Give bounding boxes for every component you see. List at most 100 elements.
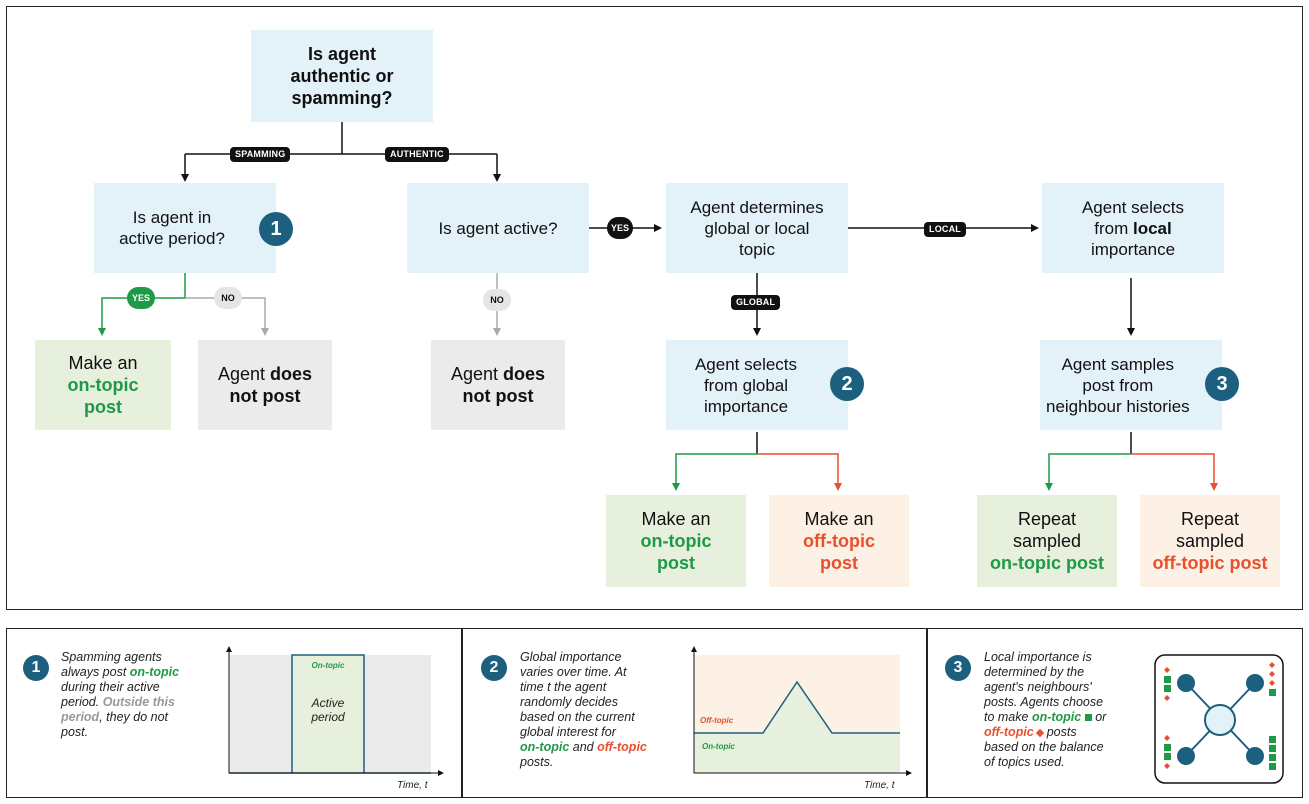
root-question-box: Is agent authentic or spamming? bbox=[251, 30, 433, 122]
select-global-box: Agent selects from global importance bbox=[666, 340, 848, 430]
badge-three: 3 bbox=[1205, 367, 1239, 401]
root-line2: authentic or bbox=[290, 66, 394, 86]
not-post-2-b: does bbox=[503, 364, 546, 384]
panel1-text: Spamming agents always post on-topic dur… bbox=[61, 650, 221, 740]
p3-t1: Local importance is bbox=[984, 650, 1092, 664]
samples-box: Agent samples post from neighbour histor… bbox=[1040, 340, 1222, 430]
p2-t7a: on-topic bbox=[520, 740, 570, 754]
determines-line2: global or local bbox=[704, 218, 810, 238]
p1-t4a: period. bbox=[61, 695, 103, 709]
p1-chart-active1: Active bbox=[311, 696, 345, 710]
p1-t1: Spamming agents bbox=[61, 650, 162, 664]
p2-chart-on: On-topic bbox=[702, 742, 735, 751]
make-off-line2: off-topic bbox=[803, 531, 875, 551]
not-post-1-a: Agent bbox=[217, 364, 271, 384]
not-post-2-a: Agent bbox=[450, 364, 504, 384]
repeat-on-line1: Repeat bbox=[1017, 509, 1077, 529]
p2-t8: posts. bbox=[520, 755, 554, 769]
repeat-on-line2: sampled bbox=[1012, 531, 1082, 551]
select-global-line1: Agent selects bbox=[694, 354, 798, 374]
p2-chart-off: Off-topic bbox=[700, 716, 734, 725]
p2-t4: randomly decides bbox=[520, 695, 618, 709]
make-on-2-line1: Make an bbox=[641, 509, 711, 529]
local-label: LOCAL bbox=[924, 222, 966, 237]
repeat-off-line2: sampled bbox=[1175, 531, 1245, 551]
make-off-line1: Make an bbox=[804, 509, 874, 529]
samples-line3: neighbour histories bbox=[1046, 396, 1190, 416]
select-local-line2a: from bbox=[1094, 218, 1133, 238]
root-line1: Is agent bbox=[307, 44, 376, 64]
determines-line3: topic bbox=[739, 239, 775, 259]
select-global-line2: from global bbox=[703, 375, 789, 395]
p3-t5a: to make bbox=[984, 710, 1032, 724]
active-period-box: Is agent in active period? bbox=[94, 183, 276, 273]
p2-t3: time t the agent bbox=[520, 680, 607, 694]
make-on-1-line3: post bbox=[83, 397, 122, 417]
p2-t1: Global importance bbox=[520, 650, 622, 664]
make-on-1-line2: on-topic bbox=[67, 375, 139, 395]
global-label: GLOBAL bbox=[731, 295, 781, 310]
repeat-on-topic-box: Repeat sampled on-topic post bbox=[977, 495, 1117, 587]
make-on-topic-box-1: Make an on-topic post bbox=[35, 340, 171, 430]
p1-t2b: on-topic bbox=[129, 665, 180, 679]
badge-two: 2 bbox=[830, 367, 864, 401]
flowchart-frame bbox=[6, 6, 1303, 610]
panel2-badge: 2 bbox=[481, 655, 507, 681]
p2-axis: Time, t bbox=[864, 780, 896, 791]
p1-axis: Time, t bbox=[397, 780, 429, 791]
p2-t7c: off-topic bbox=[597, 740, 647, 754]
select-local-line3: importance bbox=[1090, 239, 1176, 259]
p2-t2: varies over time. At bbox=[520, 665, 627, 679]
p3-t5b: on-topic bbox=[1031, 710, 1082, 724]
root-line3: spamming? bbox=[291, 88, 393, 108]
not-post-1-b: does bbox=[270, 364, 313, 384]
agent-active-box: Is agent active? bbox=[407, 183, 589, 273]
p1-t4b: Outside this bbox=[102, 695, 175, 709]
select-local-line2b: local bbox=[1132, 218, 1172, 238]
panel1-badge: 1 bbox=[23, 655, 49, 681]
p3-t2: determined by the bbox=[984, 665, 1085, 679]
make-on-2-line3: post bbox=[656, 553, 695, 573]
p3-t3: agent's neighbours' bbox=[984, 680, 1092, 694]
repeat-off-topic-box: Repeat sampled off-topic post bbox=[1140, 495, 1280, 587]
samples-line2: post from bbox=[1082, 375, 1154, 395]
make-on-topic-box-2: Make an on-topic post bbox=[606, 495, 746, 587]
select-local-line1: Agent selects bbox=[1081, 197, 1185, 217]
p1-t6: post. bbox=[61, 725, 89, 739]
p3-t5c: or bbox=[1091, 710, 1107, 724]
panel3-text: Local importance is determined by the ag… bbox=[984, 650, 1144, 770]
p1-t5b: , they do not bbox=[99, 710, 169, 724]
divider-1 bbox=[461, 628, 463, 798]
p1-t3: during their active bbox=[61, 680, 160, 694]
p3-t7: based on the balance bbox=[984, 740, 1104, 754]
samples-line1: Agent samples bbox=[1061, 354, 1175, 374]
determines-line1: Agent determines bbox=[690, 197, 824, 217]
agent-active-text: Is agent active? bbox=[438, 218, 558, 238]
repeat-off-line3: off-topic post bbox=[1152, 553, 1268, 573]
p2-t6: global interest for bbox=[520, 725, 616, 739]
no-label-period: NO bbox=[214, 287, 242, 309]
p3-t8: of topics used. bbox=[984, 755, 1065, 769]
determines-topic-box: Agent determines global or local topic bbox=[666, 183, 848, 273]
notes-frame bbox=[6, 628, 1303, 798]
p1-chart-on: On-topic bbox=[312, 661, 345, 670]
yes-label-main: YES bbox=[607, 217, 633, 239]
select-global-line3: importance bbox=[703, 396, 789, 416]
p1-t5a: period bbox=[61, 710, 100, 724]
make-off-topic-box: Make an off-topic post bbox=[769, 495, 909, 587]
divider-2 bbox=[926, 628, 928, 798]
p1-chart-active2: period bbox=[310, 710, 345, 724]
active-period-line1: Is agent in bbox=[132, 208, 212, 227]
make-on-1-line1: Make an bbox=[68, 353, 138, 373]
not-post-box-1: Agent does not post bbox=[198, 340, 332, 430]
p3-t6b: posts bbox=[1043, 725, 1077, 739]
panel2-text: Global importance varies over time. At t… bbox=[520, 650, 690, 770]
not-post-box-2: Agent does not post bbox=[431, 340, 565, 430]
spamming-label: SPAMMING bbox=[230, 147, 291, 162]
make-off-line3: post bbox=[819, 553, 858, 573]
on-topic-square-icon bbox=[1084, 714, 1092, 721]
